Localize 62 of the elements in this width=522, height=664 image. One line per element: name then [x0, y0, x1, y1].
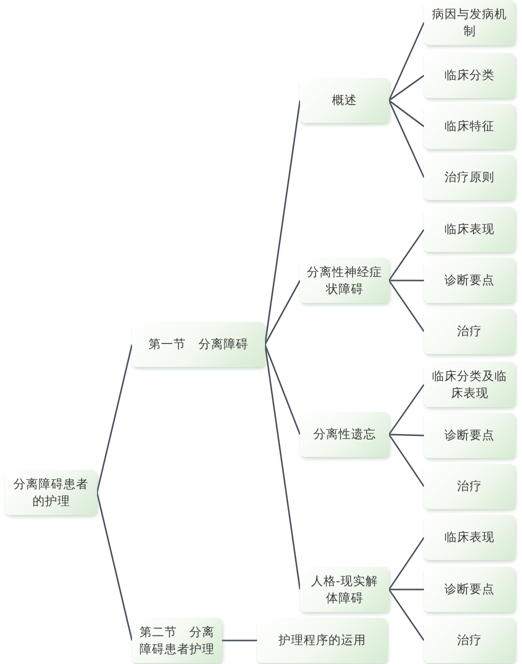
topic-box	[424, 207, 515, 252]
connector-line	[388, 22, 425, 101]
connector-line	[264, 100, 301, 345]
topic-box	[424, 309, 515, 354]
topic-box	[424, 618, 515, 663]
topic-text: 临床表现	[444, 529, 494, 546]
topic-text: 分离性遗忘	[313, 426, 376, 443]
topic-box	[300, 412, 389, 457]
connector-line	[388, 74, 424, 102]
topic-box	[424, 155, 515, 200]
topic-text: 临床特征	[444, 118, 494, 135]
topic-box	[424, 515, 515, 560]
topic-box	[300, 258, 389, 303]
topic-box	[424, 0, 515, 45]
topic-text: 病因与发病机制	[431, 6, 508, 40]
topic-box	[132, 322, 265, 367]
topic-box	[424, 567, 515, 612]
topic-text: 护理程序的运用	[278, 632, 366, 649]
topic-text: 诊断要点	[444, 272, 494, 289]
topic-box	[132, 618, 222, 663]
topic-text: 临床分类	[444, 67, 494, 84]
topic-text: 治疗	[457, 632, 482, 649]
connector-line	[388, 229, 425, 281]
topic-box	[424, 413, 515, 458]
connector-line	[389, 280, 424, 282]
topic-text: 第二节 分离障碍患者护理	[138, 624, 216, 658]
connector-line	[388, 537, 425, 590]
connector-line	[388, 384, 425, 435]
topic-box	[424, 464, 515, 509]
connector-line	[264, 344, 301, 435]
connector-line	[388, 100, 424, 128]
topic-box	[424, 258, 515, 303]
connector-line	[388, 589, 425, 641]
connector-line	[388, 100, 425, 178]
connector-line	[96, 344, 133, 493]
topic-text: 治疗	[457, 478, 482, 495]
topic-box	[257, 618, 387, 663]
topic-text: 临床表现	[444, 221, 494, 238]
topic-text: 人格-现实解体障碍	[310, 572, 380, 606]
topic-text: 治疗原则	[444, 169, 494, 186]
connector-line	[96, 492, 133, 641]
connector-line	[388, 434, 425, 487]
topic-box	[300, 567, 389, 612]
topic-text: 概述	[332, 92, 357, 109]
topic-text: 分离性神经症状障碍	[306, 264, 383, 298]
topic-text: 分离障碍患者的护理	[12, 476, 90, 510]
topic-box	[300, 78, 389, 123]
connector-line	[264, 280, 301, 345]
connector-line	[264, 344, 301, 590]
connector-line	[222, 640, 257, 642]
topic-text: 第一节 分离障碍	[148, 336, 248, 353]
topic-text: 临床分类及临床表现	[431, 368, 508, 402]
topic-box	[424, 53, 515, 98]
topic-text: 诊断要点	[444, 581, 494, 598]
topic-box	[424, 104, 515, 149]
connector-line	[388, 280, 425, 332]
topic-text: 诊断要点	[444, 427, 494, 444]
topic-box	[424, 362, 515, 407]
connector-line	[389, 588, 424, 590]
topic-box	[5, 470, 97, 515]
topic-text: 治疗	[457, 323, 482, 340]
connector-line	[388, 434, 424, 436]
